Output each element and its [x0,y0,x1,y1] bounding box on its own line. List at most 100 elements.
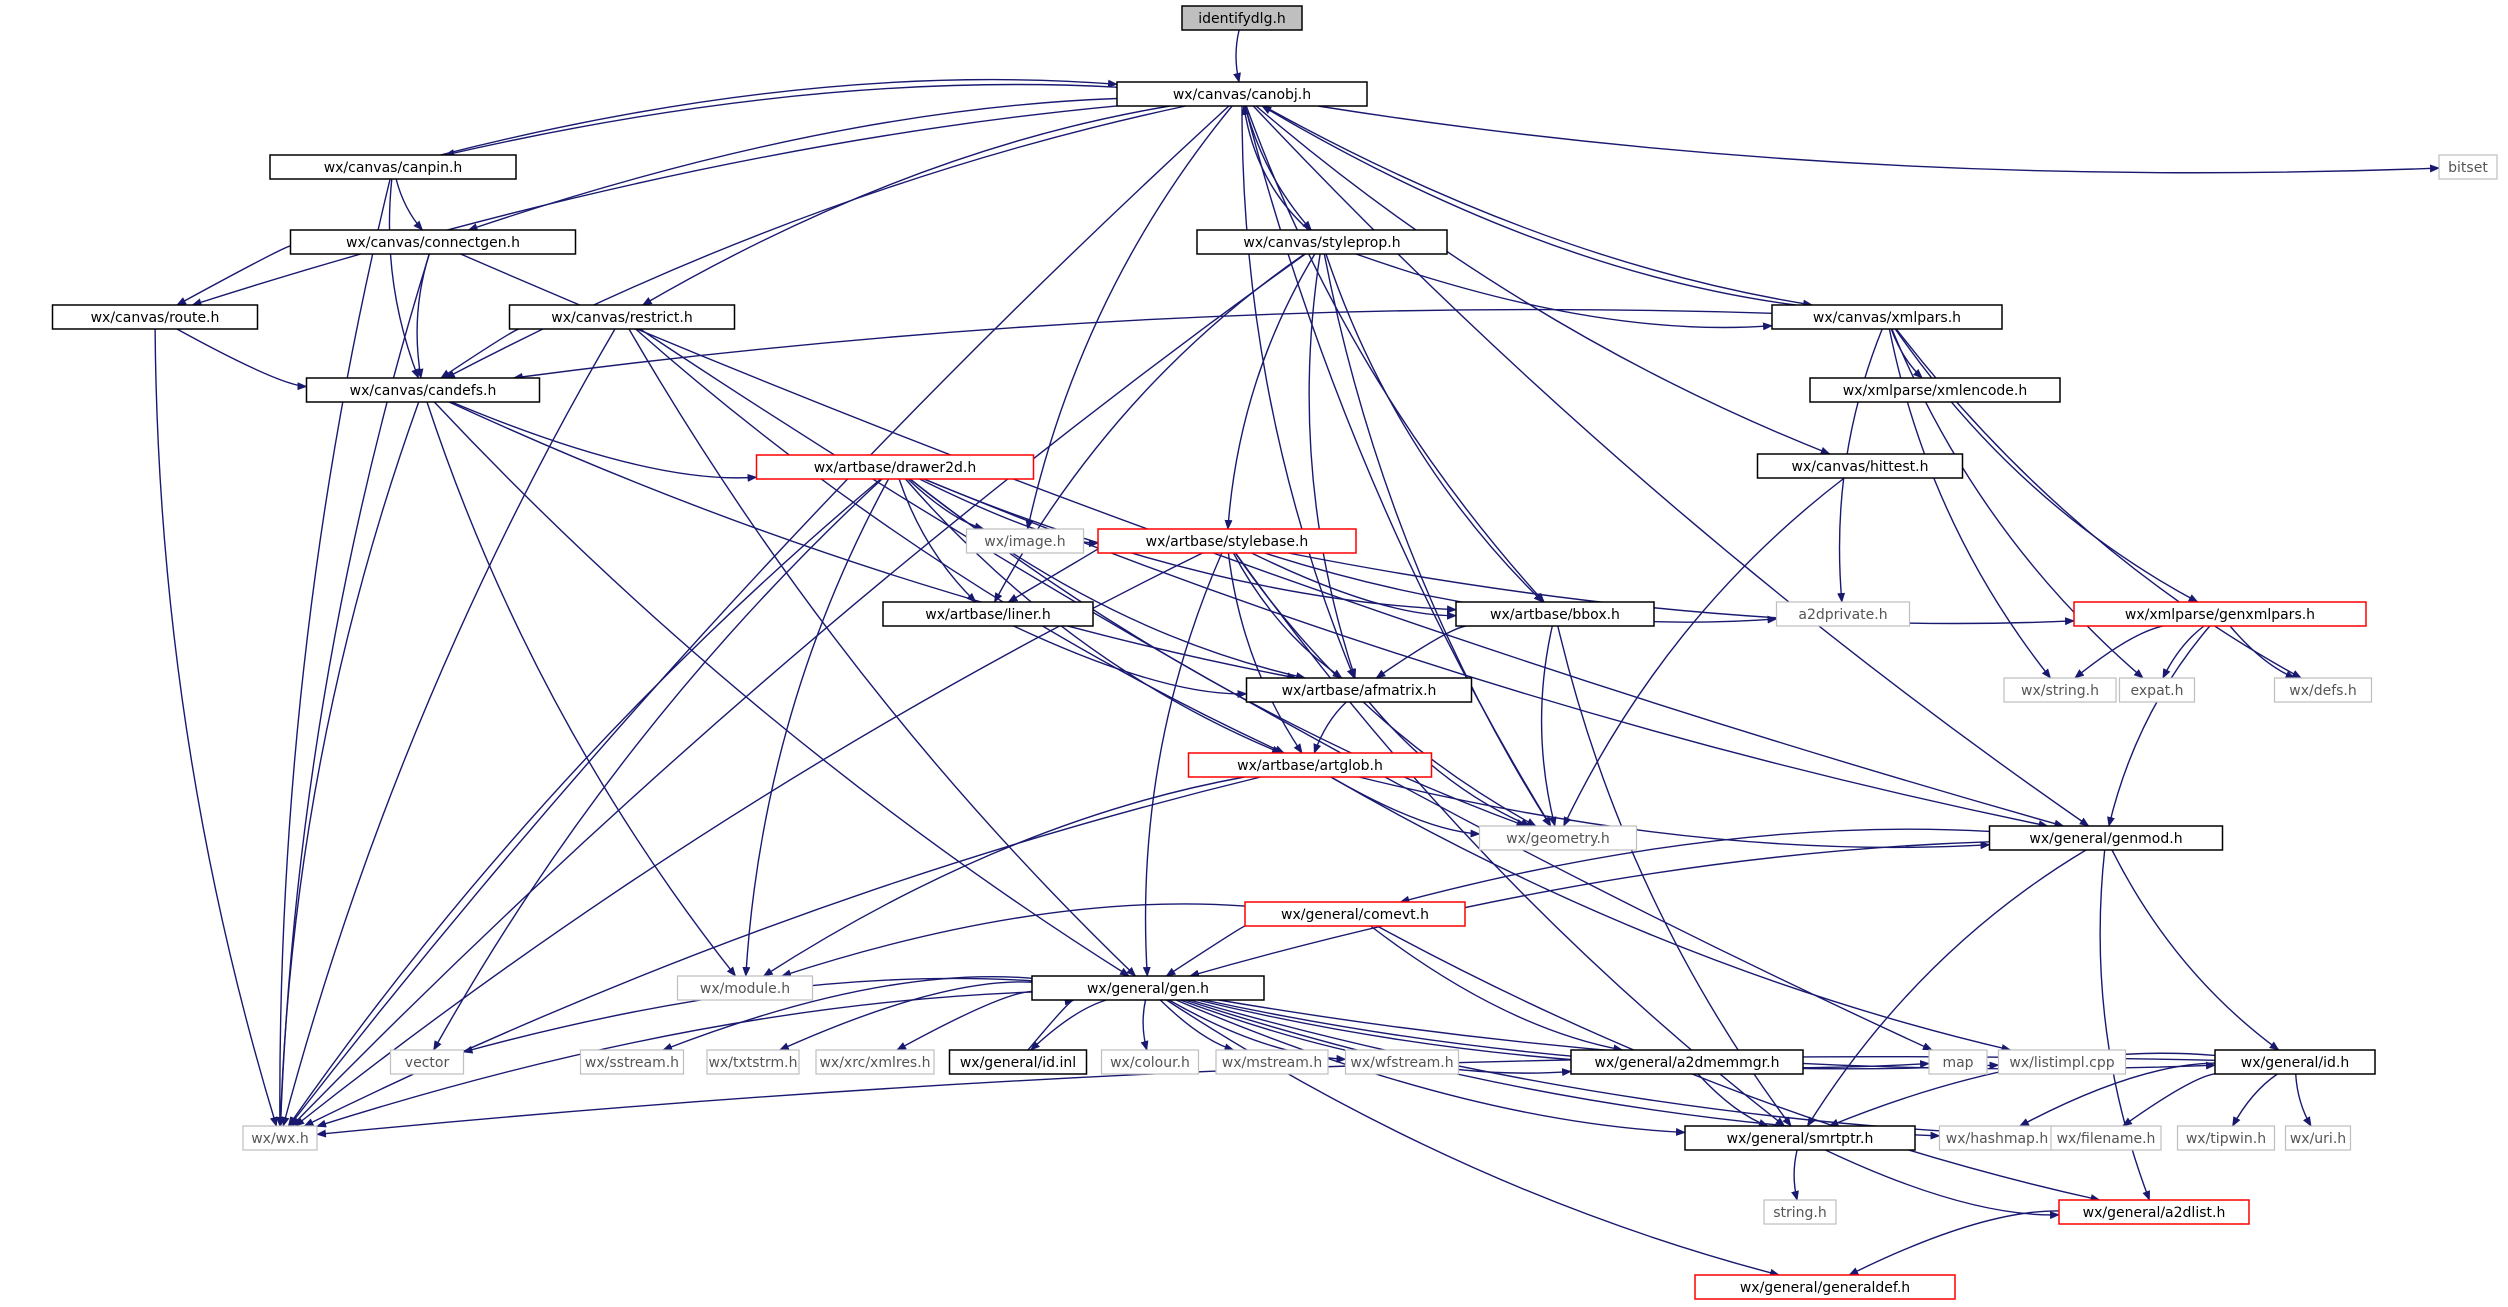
node-liner[interactable]: wx/artbase/liner.h [882,601,1094,627]
edge-drawer2d-to-bbox [923,478,1457,614]
node-xmlencode[interactable]: wx/xmlparse/xmlencode.h [1809,377,2061,403]
edge-candefs-to-drawer2d [451,401,758,482]
edge-stylebase-to-artglob [1227,552,1303,754]
node-candefs[interactable]: wx/canvas/candefs.h [305,377,541,403]
edge-genmod-to-smrtptr [1806,849,2087,1127]
node-box [1988,825,2224,851]
edge-genxmlpars-to-wxdefs [2229,625,2296,679]
edge-identifydlg-to-canobj [1233,29,1241,83]
node-label: wx/mstream.h [1222,1055,1322,1071]
node-bbox[interactable]: wx/artbase/bbox.h [1455,601,1655,627]
edge-restrict-to-candefs [440,328,520,379]
edge-comevt-to-module [781,903,1246,978]
node-route[interactable]: wx/canvas/route.h [51,304,259,330]
edge-candefs-to-afmatrix [448,401,1298,681]
edge-comevt-to-a2dmemmgr [1370,925,1624,1053]
node-a2dprivate[interactable]: a2dprivate.h [1775,601,1911,627]
node-afmatrix[interactable]: wx/artbase/afmatrix.h [1245,677,1473,703]
node-vector[interactable]: vector [389,1049,465,1075]
node-box [1245,677,1473,703]
node-box [2176,1125,2276,1151]
node-tipwin[interactable]: wx/tipwin.h [2176,1125,2276,1151]
node-comevt[interactable]: wx/general/comevt.h [1244,901,1466,927]
node-module[interactable]: wx/module.h [676,975,814,1001]
node-label: map [1942,1055,1973,1071]
node-box [1684,1125,1916,1151]
node-box [882,601,1094,627]
node-map[interactable]: map [1928,1049,1988,1075]
node-box [508,304,736,330]
edge-drawer2d-to-wxh [287,478,882,1127]
node-label: wx/canvas/canpin.h [324,160,463,176]
node-canpin[interactable]: wx/canvas/canpin.h [269,154,517,180]
node-label: wx/artbase/liner.h [925,607,1050,623]
node-label: wx/module.h [700,981,790,997]
node-wxh[interactable]: wx/wx.h [242,1125,318,1151]
node-genmod[interactable]: wx/general/genmod.h [1988,825,2224,851]
node-idh[interactable]: wx/general/id.h [2214,1049,2376,1075]
node-idinl[interactable]: wx/general/id.inl [948,1049,1088,1075]
edge-artglob-to-listimpl [1330,776,2012,1052]
node-a2dlist[interactable]: wx/general/a2dlist.h [2058,1199,2250,1225]
edge-canobj-to-wxh [288,105,1230,1127]
node-connectgen[interactable]: wx/canvas/connectgen.h [289,229,577,255]
node-sstream[interactable]: wx/sstream.h [579,1049,685,1075]
node-stringh[interactable]: string.h [1763,1199,1837,1225]
node-wxdefs[interactable]: wx/defs.h [2273,677,2373,703]
node-box [815,1049,935,1075]
edge-restrict-to-gen [628,328,1137,977]
edge-connectgen-to-genmod [460,253,2065,828]
node-drawer2d[interactable]: wx/artbase/drawer2d.h [755,454,1035,480]
node-label: wx/wx.h [251,1131,309,1147]
edge-stylebase-to-gen [1142,552,1223,977]
node-a2dmemmgr[interactable]: wx/general/a2dmemmgr.h [1570,1049,1804,1075]
node-box [1938,1125,2056,1151]
node-mstream[interactable]: wx/mstream.h [1215,1049,1329,1075]
node-label: wx/canvas/connectgen.h [346,235,520,251]
node-gen[interactable]: wx/general/gen.h [1031,975,1265,1001]
node-label: wx/general/a2dmemmgr.h [1595,1055,1780,1071]
node-txtstrm[interactable]: wx/txtstrm.h [706,1049,800,1075]
node-artglob[interactable]: wx/artbase/artglob.h [1187,752,1433,778]
node-wfstream[interactable]: wx/wfstream.h [1344,1049,1460,1075]
edge-canobj-to-bitset [1317,105,2440,174]
node-box [2058,1199,2250,1225]
edge-gen-to-mstream [1159,999,1235,1052]
edge-genmod-to-gen [1189,841,1990,978]
node-bitset[interactable]: bitset [2438,154,2498,180]
node-label: wx/canvas/hittest.h [1792,459,1929,475]
node-label: wx/artbase/stylebase.h [1146,534,1309,550]
node-label: wx/xmlparse/xmlencode.h [1843,383,2028,399]
node-listimpl[interactable]: wx/listimpl.cpp [1997,1049,2127,1075]
node-image[interactable]: wx/image.h [965,528,1085,554]
edge-gen-to-txtstrm [778,981,1033,1051]
node-hittest[interactable]: wx/canvas/hittest.h [1756,453,1964,479]
node-colour[interactable]: wx/colour.h [1100,1049,1200,1075]
node-genxmlpars[interactable]: wx/xmlparse/genxmlpars.h [2073,601,2367,627]
node-uri[interactable]: wx/uri.h [2284,1125,2352,1151]
node-wxstring[interactable]: wx/string.h [2003,677,2117,703]
node-stylebase[interactable]: wx/artbase/stylebase.h [1097,528,1357,554]
node-hashmap[interactable]: wx/hashmap.h [1938,1125,2056,1151]
node-expat[interactable]: expat.h [2118,677,2196,703]
node-xmlres[interactable]: wx/xrc/xmlres.h [815,1049,935,1075]
node-geometry[interactable]: wx/geometry.h [1478,825,1638,851]
node-label: string.h [1773,1205,1827,1221]
edge-gen-to-xmlres [896,990,1033,1051]
node-label: wx/general/a2dlist.h [2083,1205,2226,1221]
node-filename[interactable]: wx/filename.h [2050,1125,2162,1151]
node-canobj[interactable]: wx/canvas/canobj.h [1116,81,1368,107]
edge-gen-to-sstream [662,975,1033,1051]
node-smrtptr[interactable]: wx/general/smrtptr.h [1684,1125,1916,1151]
edge-canpin-to-wxh [275,178,391,1127]
node-label: wx/general/generaldef.h [1740,1280,1910,1296]
edge-restrict-to-artglob [635,328,1285,754]
node-restrict[interactable]: wx/canvas/restrict.h [508,304,736,330]
node-box [51,304,259,330]
edge-canobj-to-canpin [444,83,1118,157]
node-generaldef[interactable]: wx/general/generaldef.h [1694,1274,1956,1300]
node-xmlpars[interactable]: wx/canvas/xmlpars.h [1771,304,2003,330]
node-styleprop[interactable]: wx/canvas/styleprop.h [1196,229,1448,255]
node-label: wx/canvas/styleprop.h [1243,235,1400,251]
node-box [305,377,541,403]
